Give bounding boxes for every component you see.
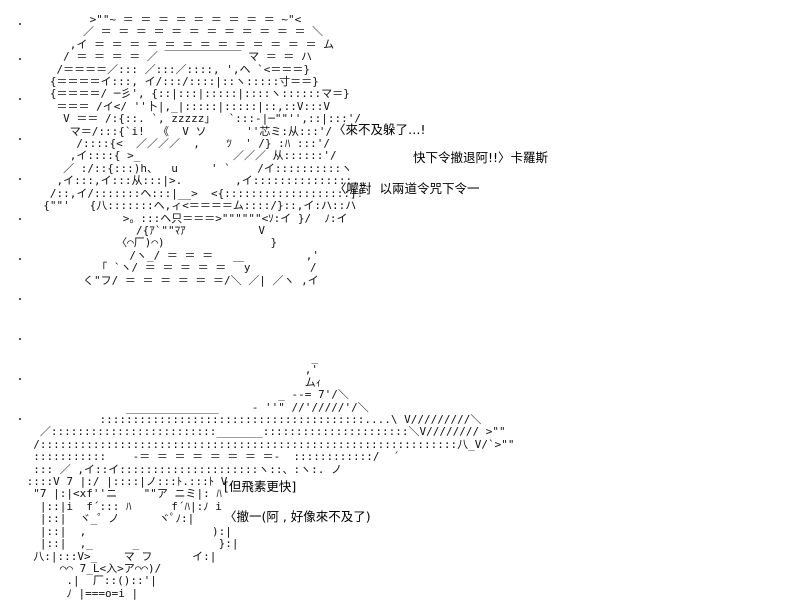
margin-dot: [19, 298, 21, 300]
margin-dot: [19, 418, 21, 420]
margin-dot: [19, 23, 21, 25]
margin-dot: [19, 138, 21, 140]
margin-dot: [19, 378, 21, 380]
margin-dot: [19, 218, 21, 220]
ascii-art-bottom: _ ,' ムｨ _ -‐= 7'/＼ ______________ - ''" …: [26, 351, 515, 600]
narration-line: [但飛素更快]: [224, 479, 297, 494]
dialogue-line: 〈來不及躲了…!: [333, 122, 426, 137]
margin-dot: [19, 338, 21, 340]
margin-dot: [19, 98, 21, 100]
ascii-art-top: >""~ ＝ ＝ ＝ ＝ ＝ ＝ ＝ ＝ ＝ ~"< ／ ＝ ＝ ＝ ＝ ＝ ＝…: [43, 13, 364, 287]
margin-dot: [19, 58, 21, 60]
margin-dot: [19, 178, 21, 180]
dialogue-line: 〈喔對 以兩道令咒下令一: [334, 181, 480, 196]
dialogue-line: 〈撤一(阿 , 好像來不及了): [224, 509, 371, 524]
margin-dot: [19, 258, 21, 260]
dialogue-line: 快下令撤退阿!!〉卡羅斯: [413, 150, 549, 165]
